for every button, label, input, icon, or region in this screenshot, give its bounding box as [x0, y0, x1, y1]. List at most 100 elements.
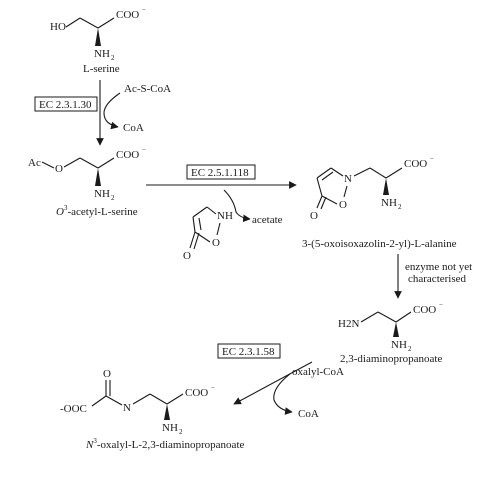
- bond: [360, 311, 379, 323]
- ec-number-step1: EC 2.3.1.30: [39, 99, 92, 111]
- wedge-bond: [383, 178, 389, 195]
- step-4: EC 2.3.1.58 oxalyl-CoA CoA: [217, 343, 344, 420]
- hydroxyl-label: HO: [50, 21, 66, 33]
- side-arrow-step2: [223, 189, 251, 223]
- keto-oxygen-label: O: [183, 250, 191, 262]
- acetylserine-structure: Ac O COO − NH 2 O3-acetyl-L-serine: [28, 146, 146, 218]
- bond: [353, 167, 371, 177]
- bond: [97, 157, 115, 169]
- ring-double-bond: [321, 171, 334, 181]
- bond: [79, 17, 99, 29]
- svg-text:2: 2: [111, 194, 115, 202]
- compound-name-l-serine: L-serine: [83, 63, 120, 75]
- step-3: enzyme not yet characterised: [394, 254, 472, 299]
- bond: [63, 157, 81, 168]
- wedge-bond: [164, 404, 170, 420]
- diaminopropanoate-structure: H2N COO − NH 2 2,3-diaminopropanoate: [338, 301, 443, 365]
- amine-label: NH: [381, 197, 397, 209]
- ring-bond: [216, 222, 221, 236]
- carboxylate-label: COO: [185, 387, 208, 399]
- keto-oxygen-label: O: [310, 210, 318, 222]
- coproduct-step1: CoA: [123, 122, 144, 134]
- ring-double-bond: [198, 217, 202, 231]
- compound-name-acetylserine: O3-acetyl-L-serine: [56, 204, 138, 218]
- carboxylate-label: COO: [404, 158, 427, 170]
- svg-text:−: −: [142, 146, 146, 154]
- svg-text:−: −: [439, 301, 443, 309]
- acetyl-label: Ac: [28, 157, 41, 169]
- ring-bond: [316, 177, 323, 197]
- carbonyl-bond: [320, 196, 327, 210]
- amine-label-2: NH: [391, 339, 407, 351]
- ec-box-step2: [186, 164, 256, 180]
- compound-name-oxalyldap: N3-oxalyl-L-2,3-diaminopropanoate: [85, 437, 244, 451]
- step-1: EC 2.3.1.30 Ac-S-CoA CoA: [34, 80, 171, 146]
- ec-number-step2: EC 2.5.1.118: [191, 167, 249, 179]
- ec-box-step4: [217, 343, 281, 359]
- svg-text:2: 2: [111, 54, 115, 62]
- amine-label: NH: [162, 422, 178, 434]
- side-arrow-step1: [103, 92, 121, 130]
- bond: [149, 393, 168, 405]
- nh-label: NH: [217, 210, 233, 222]
- amine-label: NH: [94, 188, 110, 200]
- carboxylate-label: COO: [116, 149, 139, 161]
- ring-oxygen-label: O: [339, 199, 347, 211]
- wedge-bond: [95, 28, 101, 46]
- bond: [166, 393, 184, 405]
- isoxazolinone-structure: NH O O: [183, 206, 233, 262]
- coproduct-step2: acetate: [252, 214, 283, 226]
- carboxylate-label: COO: [116, 9, 139, 21]
- amine-label-3: H2N: [338, 318, 359, 330]
- svg-text:−: −: [211, 384, 215, 392]
- oxoisoxazolinylalanine-structure: N O O COO − NH 2 3-(5-oxoisoxazolin-2-yl…: [302, 155, 457, 250]
- carbonyl-bond: [316, 195, 323, 209]
- step-2: EC 2.5.1.118 acetate: [146, 164, 297, 226]
- bond: [385, 167, 403, 179]
- svg-text:−: −: [430, 155, 434, 163]
- svg-text:2: 2: [408, 345, 412, 353]
- oxalyldap-structure: -OOC O N COO − NH 2 N3-oxalyl-L-2,3-diam…: [60, 368, 244, 451]
- ester-oxygen-label: O: [55, 163, 63, 175]
- bond: [79, 157, 99, 169]
- ring-bond: [192, 216, 196, 233]
- ring-bond: [343, 185, 348, 198]
- ec-box-step1: [34, 96, 98, 112]
- carbonyl-bond: [189, 231, 196, 249]
- ring-nitrogen-label: N: [344, 173, 352, 185]
- svg-text:−: −: [142, 6, 146, 14]
- wedge-bond: [95, 168, 101, 186]
- cosubstrate-step4: oxalyl-CoA: [292, 366, 344, 378]
- carboxylate-label: COO: [413, 304, 436, 316]
- side-arrow-step4: [273, 373, 293, 415]
- compound-name-oxoisoxazolinylalanine: 3-(5-oxoisoxazolin-2-yl)-L-alanine: [302, 238, 457, 250]
- svg-text:2: 2: [179, 428, 183, 436]
- amide-nitrogen-label: N: [123, 402, 131, 414]
- carbonyl-bond: [193, 232, 200, 250]
- ring-bond: [194, 231, 211, 243]
- step3-note-line2: characterised: [408, 273, 467, 285]
- step3-note-line1: enzyme not yet: [405, 261, 472, 273]
- ring-bond: [321, 195, 338, 205]
- amine-label: NH: [94, 48, 110, 60]
- oxalate-carboxylate-label: -OOC: [60, 403, 87, 415]
- ec-number-step4: EC 2.3.1.58: [222, 346, 275, 358]
- cosubstrate-step1: Ac-S-CoA: [124, 83, 171, 95]
- bond: [395, 311, 412, 323]
- ring-bond: [206, 206, 217, 215]
- ring-bond: [316, 167, 332, 179]
- bond: [91, 395, 107, 407]
- ring-bond: [330, 167, 344, 177]
- bond: [377, 311, 397, 323]
- compound-name-diaminopropanoate: 2,3-diaminopropanoate: [340, 353, 442, 365]
- coproduct-step4: CoA: [298, 408, 319, 420]
- l-serine-structure: HO COO − NH 2 L-serine: [50, 6, 146, 75]
- amide-oxygen-label: O: [103, 368, 111, 380]
- bond: [105, 395, 123, 406]
- wedge-bond: [393, 322, 399, 337]
- bond: [132, 393, 151, 405]
- bond: [65, 17, 81, 28]
- svg-text:2: 2: [398, 203, 402, 211]
- ring-oxygen-label: O: [212, 237, 220, 249]
